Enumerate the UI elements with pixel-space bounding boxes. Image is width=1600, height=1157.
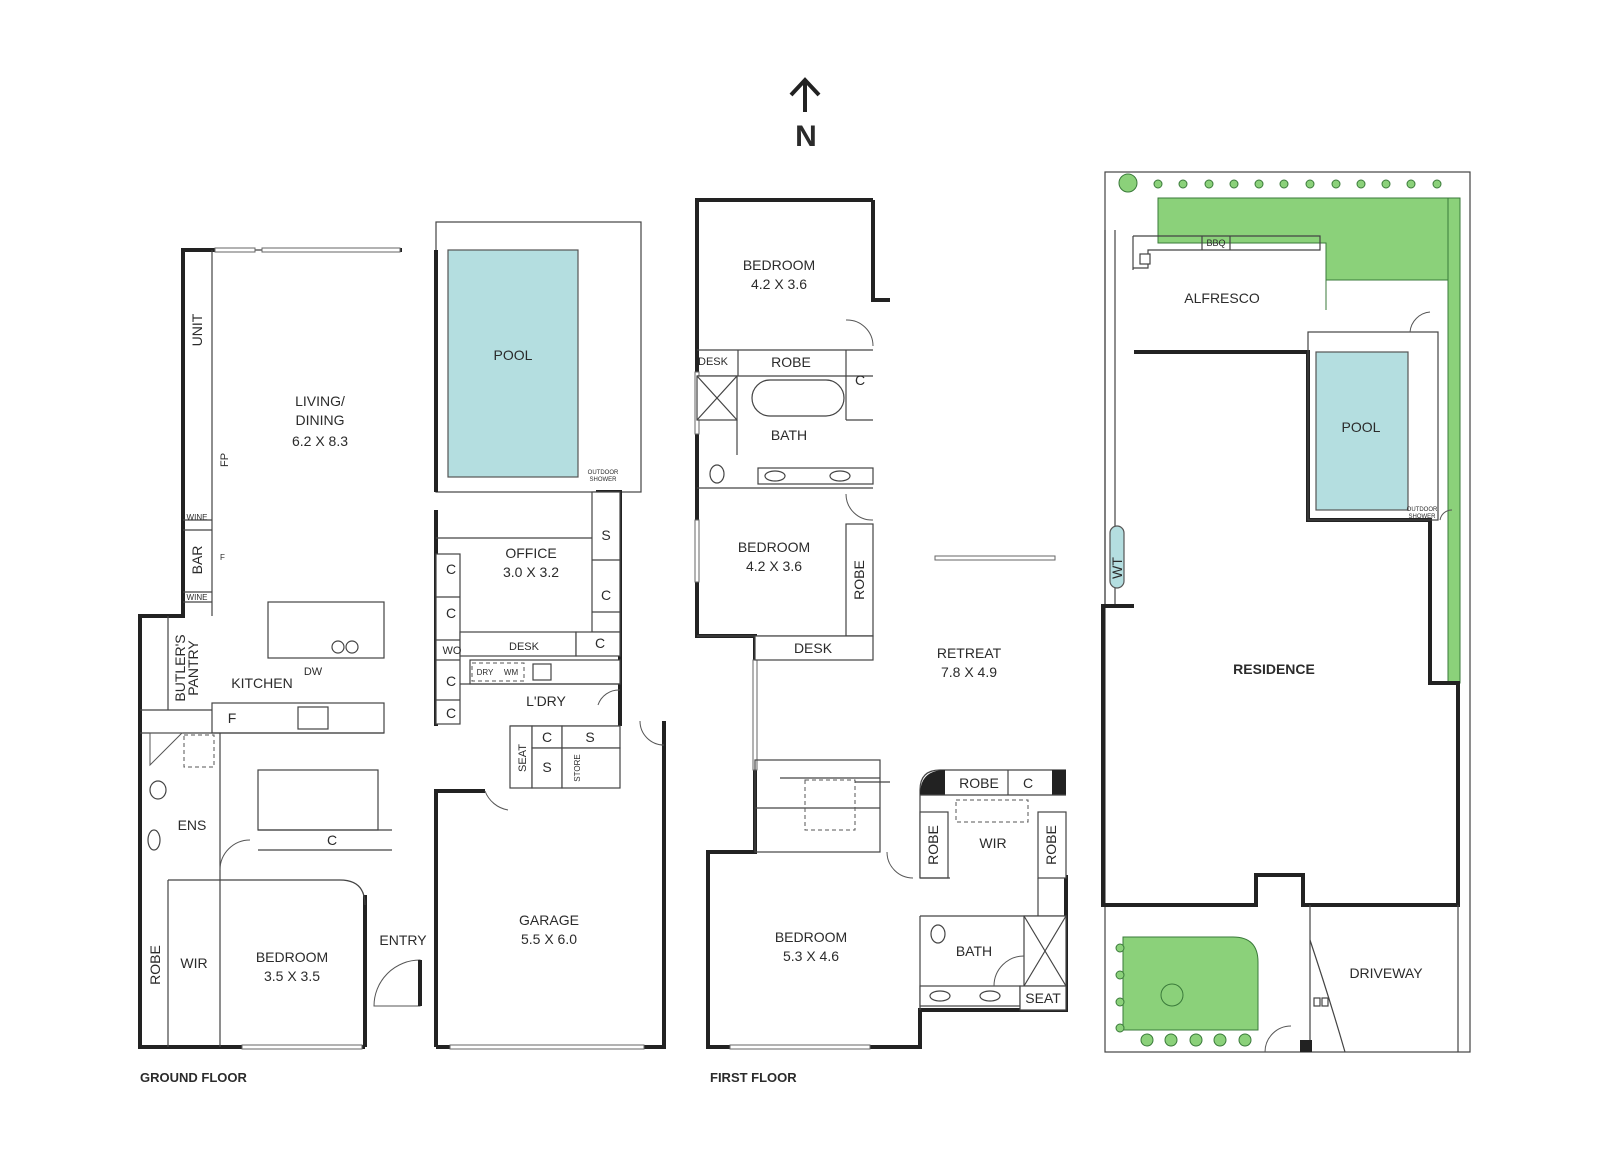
alfresco-label: ALFRESCO — [1184, 290, 1260, 306]
site-pool — [1315, 351, 1409, 511]
laundry-s-label-2: S — [542, 759, 551, 775]
lawn-south — [1122, 936, 1259, 1031]
bbq-label: BBQ — [1206, 238, 1225, 248]
first-bedroom-2-label: BEDROOM — [738, 539, 810, 555]
first-bedroom-3-label: BEDROOM — [775, 929, 847, 945]
wir-label: WIR — [180, 955, 207, 971]
wo-label: WO — [443, 645, 462, 657]
driveway-label: DRIVEWAY — [1349, 965, 1423, 981]
wir-robe-5-label: ROBE — [1043, 825, 1059, 865]
office-c-label-2: C — [595, 635, 605, 651]
first-floor: BEDROOM 4.2 X 3.6 DESK ROBE C BATH BEDRO… — [694, 198, 1068, 1085]
wine-label-1: WINE — [187, 513, 208, 522]
first-c-1-label: C — [855, 372, 865, 388]
garage-label: GARAGE — [519, 912, 579, 928]
office-c-label-4: C — [446, 605, 456, 621]
first-bedroom-1-label: BEDROOM — [743, 257, 815, 273]
site-pool-label: POOL — [1342, 419, 1381, 435]
wir-robe-3-label: ROBE — [959, 775, 999, 791]
water-tank — [1109, 525, 1125, 589]
site-plan: BBQ ALFRESCO POOL OUTDOOR SHOWER WT RESI… — [1101, 171, 1471, 1053]
office-s-label: S — [601, 527, 610, 543]
dry-label: DRY — [477, 668, 494, 677]
first-bath-1-label: BATH — [771, 427, 807, 443]
living-dim: 6.2 X 8.3 — [292, 433, 348, 449]
first-floor-title: FIRST FLOOR — [710, 1070, 797, 1085]
first-wir-label: WIR — [979, 835, 1006, 851]
wt-label: WT — [1109, 557, 1125, 579]
pool-label: POOL — [494, 347, 533, 363]
entry-label: ENTRY — [379, 932, 427, 948]
site-shower-label: SHOWER — [1409, 514, 1437, 520]
wir-c-label: C — [1023, 775, 1033, 791]
garage-dim: 5.5 X 6.0 — [521, 931, 577, 947]
retreat-dim: 7.8 X 4.9 — [941, 664, 997, 680]
office-dim: 3.0 X 3.2 — [503, 564, 559, 580]
trees — [1115, 173, 1442, 1047]
site-outdoor-label: OUTDOOR — [1407, 507, 1438, 513]
bedroom-label: BEDROOM — [256, 949, 328, 965]
ground-floor: LIVING/ DINING 6.2 X 8.3 UNIT FP WINE BA… — [138, 221, 666, 1085]
outdoor-label: OUTDOOR — [588, 470, 619, 476]
office-c-label-5: C — [446, 673, 456, 689]
wine-label-2: WINE — [187, 593, 208, 602]
seat-label: SEAT — [517, 744, 529, 772]
dining-label: DINING — [296, 412, 345, 428]
fridge-label: F — [228, 710, 237, 726]
first-bedroom-2-dim: 4.2 X 3.6 — [746, 558, 802, 574]
unit-label: UNIT — [189, 313, 205, 346]
first-seat-label: SEAT — [1025, 990, 1061, 1006]
bar-f-label: F — [220, 553, 225, 562]
wm-label: WM — [504, 668, 519, 677]
first-desk-2-label: DESK — [794, 640, 833, 656]
office-c-label-6: C — [446, 705, 456, 721]
first-bedroom-1-dim: 4.2 X 3.6 — [751, 276, 807, 292]
stair-c-label: C — [327, 832, 337, 848]
dw-label: DW — [304, 666, 323, 678]
office-c-label-3: C — [446, 561, 456, 577]
bar-label: BAR — [189, 546, 205, 575]
bedroom-dim: 3.5 X 3.5 — [264, 968, 320, 984]
office-label: OFFICE — [505, 545, 556, 561]
butlers-label: BUTLER'S — [172, 634, 188, 701]
living-label: LIVING/ — [295, 393, 345, 409]
first-desk-1-label: DESK — [698, 356, 729, 368]
first-robe-2-label: ROBE — [851, 560, 867, 600]
wir-robe-4-label: ROBE — [925, 825, 941, 865]
retreat-label: RETREAT — [937, 645, 1002, 661]
first-bedroom-3-dim: 5.3 X 4.6 — [783, 948, 839, 964]
shower-label: SHOWER — [590, 477, 618, 483]
residence-label: RESIDENCE — [1233, 661, 1315, 677]
fp-label: FP — [219, 453, 231, 467]
robe-label: ROBE — [147, 945, 163, 985]
ground-floor-title: GROUND FLOOR — [140, 1070, 247, 1085]
laundry-s-label-1: S — [585, 729, 594, 745]
pantry-label: PANTRY — [185, 640, 201, 696]
office-c-label-1: C — [601, 587, 611, 603]
store-label: STORE — [573, 754, 582, 781]
north-label: N — [795, 120, 817, 153]
north-compass: N — [789, 77, 821, 153]
laundry-c-label: C — [542, 729, 552, 745]
ground-pool — [447, 249, 579, 478]
ens-label: ENS — [178, 817, 207, 833]
kitchen-label: KITCHEN — [231, 675, 292, 691]
first-bath-2-label: BATH — [956, 943, 992, 959]
laundry-label: L'DRY — [526, 693, 566, 709]
first-robe-1-label: ROBE — [771, 354, 811, 370]
desk-label: DESK — [509, 641, 540, 653]
